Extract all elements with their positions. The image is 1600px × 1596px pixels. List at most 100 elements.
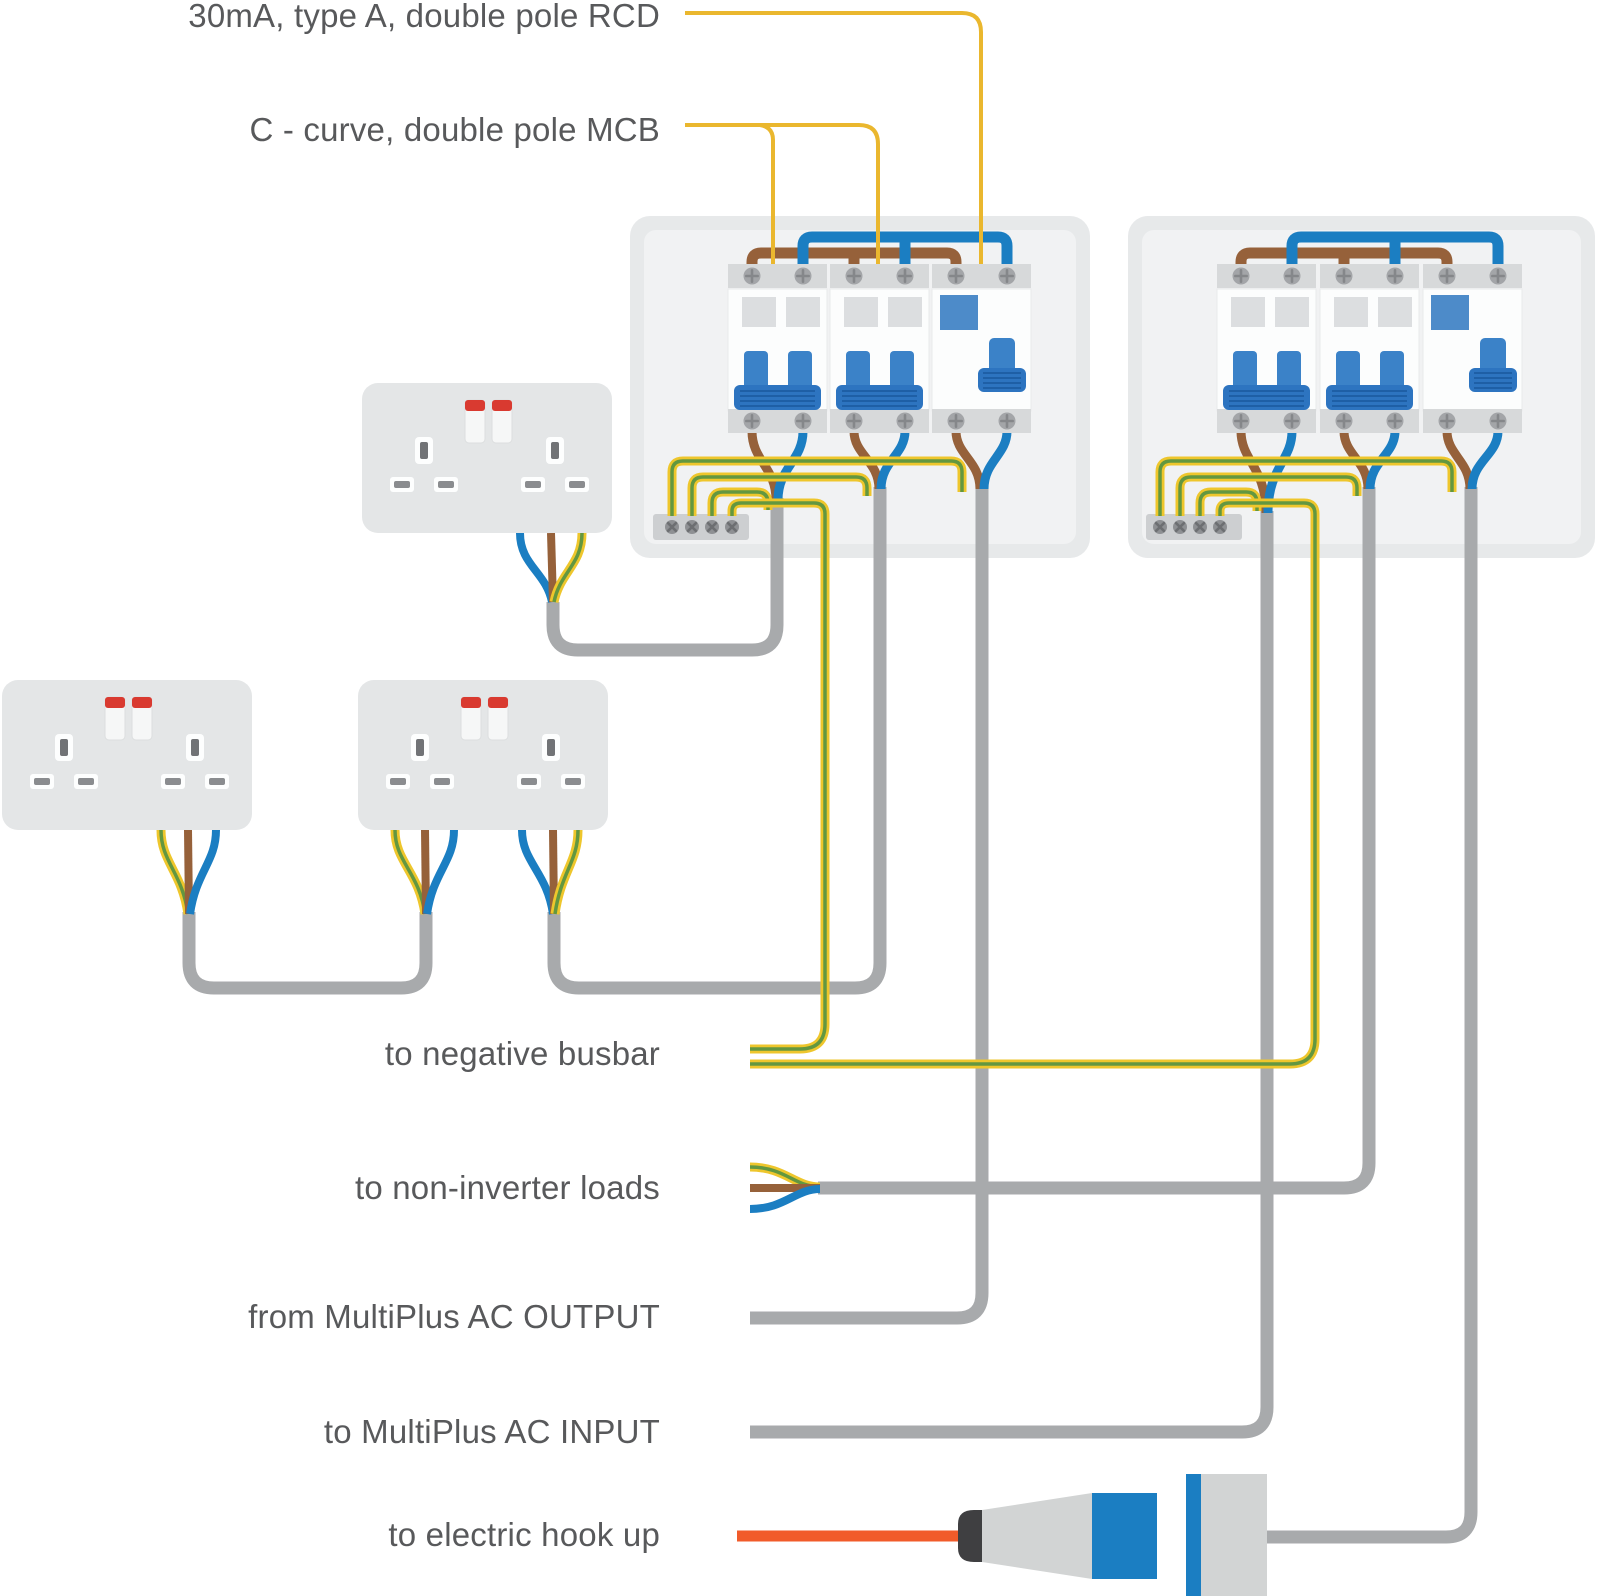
unit1-mcb-2-window-icon [844, 297, 878, 327]
socket2-neutral [186, 829, 220, 915]
socket1-neutral [516, 532, 556, 603]
unit2-earth-screw-3 [1213, 520, 1227, 534]
unit1-neutral-link [797, 231, 1013, 266]
unit2-mcb-1 [1216, 264, 1317, 433]
unit1-earth-screw-1 [685, 520, 699, 534]
breaker-tail-4 [951, 430, 985, 490]
socket1-earth-stripe [552, 532, 584, 603]
unit1-mcb-2-toggle-icon [846, 351, 870, 389]
unit1-mcb-1-screw-2 [743, 412, 761, 430]
socket3-left-neutral [423, 829, 458, 915]
unit2-rcd-3-indicator-window-icon [1431, 295, 1469, 330]
earth-wires [667, 456, 1457, 1069]
unit2-mcb-2-screw-3 [1386, 412, 1404, 430]
unit2-mcb-2-window-icon [1334, 297, 1368, 327]
unit1-mcb-2-bottom-terminal [830, 409, 929, 433]
unit1-rcd-3-bottom-terminal [932, 409, 1031, 433]
unit1-mcb-1-screw-1 [794, 267, 812, 285]
unit2-rcd-3-screw-2 [1438, 412, 1456, 430]
unit1-earth-screw-3 [725, 520, 739, 534]
unit2-mcb-1-window-icon [1231, 297, 1265, 327]
unit2-rcd-3-top-terminal [1423, 264, 1522, 288]
unit1-mcb-1-top-terminal [728, 264, 827, 288]
unit1-rcd-3-screw-2 [947, 412, 965, 430]
unit1-mcb-2 [829, 264, 930, 433]
unit2-rcd-3-bottom-terminal [1423, 409, 1522, 433]
unit1-rcd-3-screw-1 [998, 267, 1016, 285]
unit1-mcb-1-toggle-icon [744, 351, 768, 389]
mcb-note-label: C - curve, double pole MCB [249, 110, 660, 148]
earth-strip-screws [665, 520, 1227, 534]
double-socket-2-faceplate [2, 680, 252, 830]
cable-rcd2-to-hook-up [1266, 487, 1478, 1544]
unit2-mcb-1-toggle-icon [1277, 351, 1301, 389]
unit1-mcb-1-toggle-icon [788, 351, 812, 389]
breakers [727, 264, 1523, 433]
leader-lines [685, 11, 983, 264]
double-socket-3 [358, 680, 608, 830]
unit1-rcd-3-top-terminal [932, 264, 1031, 288]
rcd-leader-line [685, 11, 983, 264]
unit2-earth-to-mcb4-cable-stripe [1178, 475, 1359, 516]
unit1-mcb-2-screw-0 [845, 267, 863, 285]
non-inverter-neutral [749, 1185, 821, 1213]
unit1-mcb-1 [727, 264, 828, 433]
unit2-mcb-2-screw-1 [1386, 267, 1404, 285]
unit2-mcb-1-toggle-icon [1233, 351, 1257, 389]
unit1-mcb-1-window-icon [742, 297, 776, 327]
double-socket-2 [2, 680, 252, 830]
unit2-live-link [1235, 247, 1453, 266]
unit2-earth-screw-0 [1153, 520, 1167, 534]
double-socket-2-switch-1-red-cap [105, 697, 125, 708]
double-socket-1 [362, 383, 612, 533]
unit2-mcb-1-screw-2 [1232, 412, 1250, 430]
cables [182, 487, 1478, 1544]
unit2-mcb-1-screw-0 [1232, 267, 1250, 285]
unit2-rcd-3 [1422, 264, 1523, 433]
unit1-rcd-3-screw-0 [947, 267, 965, 285]
non-inverter-loads-label: to non-inverter loads [354, 1168, 660, 1206]
unit2-mcb-2-top-terminal [1320, 264, 1419, 288]
unit2-neutral-link [1286, 231, 1504, 266]
unit2-earth-to-negative-busbar-stripe [750, 501, 1317, 1066]
unit2-mcb-1-window-icon [1275, 297, 1309, 327]
unit2-rcd-3-screw-3 [1489, 412, 1507, 430]
plug-cone-icon [982, 1493, 1092, 1579]
unit2-rcd-3-screw-0 [1438, 267, 1456, 285]
hook-up-label: to electric hook up [388, 1515, 660, 1553]
socket3-right-neutral [518, 829, 557, 915]
unit2-mcb-2 [1319, 264, 1420, 433]
unit1-mcb-1-window-icon [786, 297, 820, 327]
unit2-earth-screw-2 [1193, 520, 1207, 534]
mcb-leader-line [685, 123, 880, 264]
unit1-mcb-1-screw-3 [794, 412, 812, 430]
hook-up-connector [737, 1474, 1267, 1596]
unit1-mcb-2-top-terminal [830, 264, 929, 288]
unit1-mcb-1-screw-0 [743, 267, 761, 285]
unit2-mcb-2-toggle-icon [1336, 351, 1360, 389]
socket3-right-earth-stripe [553, 829, 580, 915]
cable-rcd1-to-multiplus-ac-output [750, 487, 989, 1325]
inlet-blue-band-icon [1186, 1474, 1201, 1596]
plug-blue-band-icon [1092, 1493, 1157, 1579]
unit1-mcb-2-screw-1 [896, 267, 914, 285]
cable-mcb3-to-multiplus-ac-input [750, 511, 1274, 1439]
unit2-mcb-1-top-terminal [1217, 264, 1316, 288]
unit1-mcb-2-screw-2 [845, 412, 863, 430]
double-socket-3-faceplate [358, 680, 608, 830]
double-socket-1-switch-2-red-cap [492, 400, 512, 411]
unit2-mcb-2-toggle-icon [1380, 351, 1404, 389]
unit1-rcd-3-screw-3 [998, 412, 1016, 430]
unit1-mcb-2-screw-3 [896, 412, 914, 430]
unit2-mcb-2-screw-2 [1335, 412, 1353, 430]
unit1-mcb-1-bottom-terminal [728, 409, 827, 433]
unit1-earth-screw-0 [665, 520, 679, 534]
unit2-mcb-2-window-icon [1378, 297, 1412, 327]
unit2-mcb-1-screw-3 [1283, 412, 1301, 430]
consumer-unit-1-earth-terminal-strip [653, 514, 749, 540]
double-socket-1-switch-1-red-cap [465, 400, 485, 411]
unit1-mcb-2-window-icon [888, 297, 922, 327]
breaker-tail-11 [1467, 430, 1503, 490]
